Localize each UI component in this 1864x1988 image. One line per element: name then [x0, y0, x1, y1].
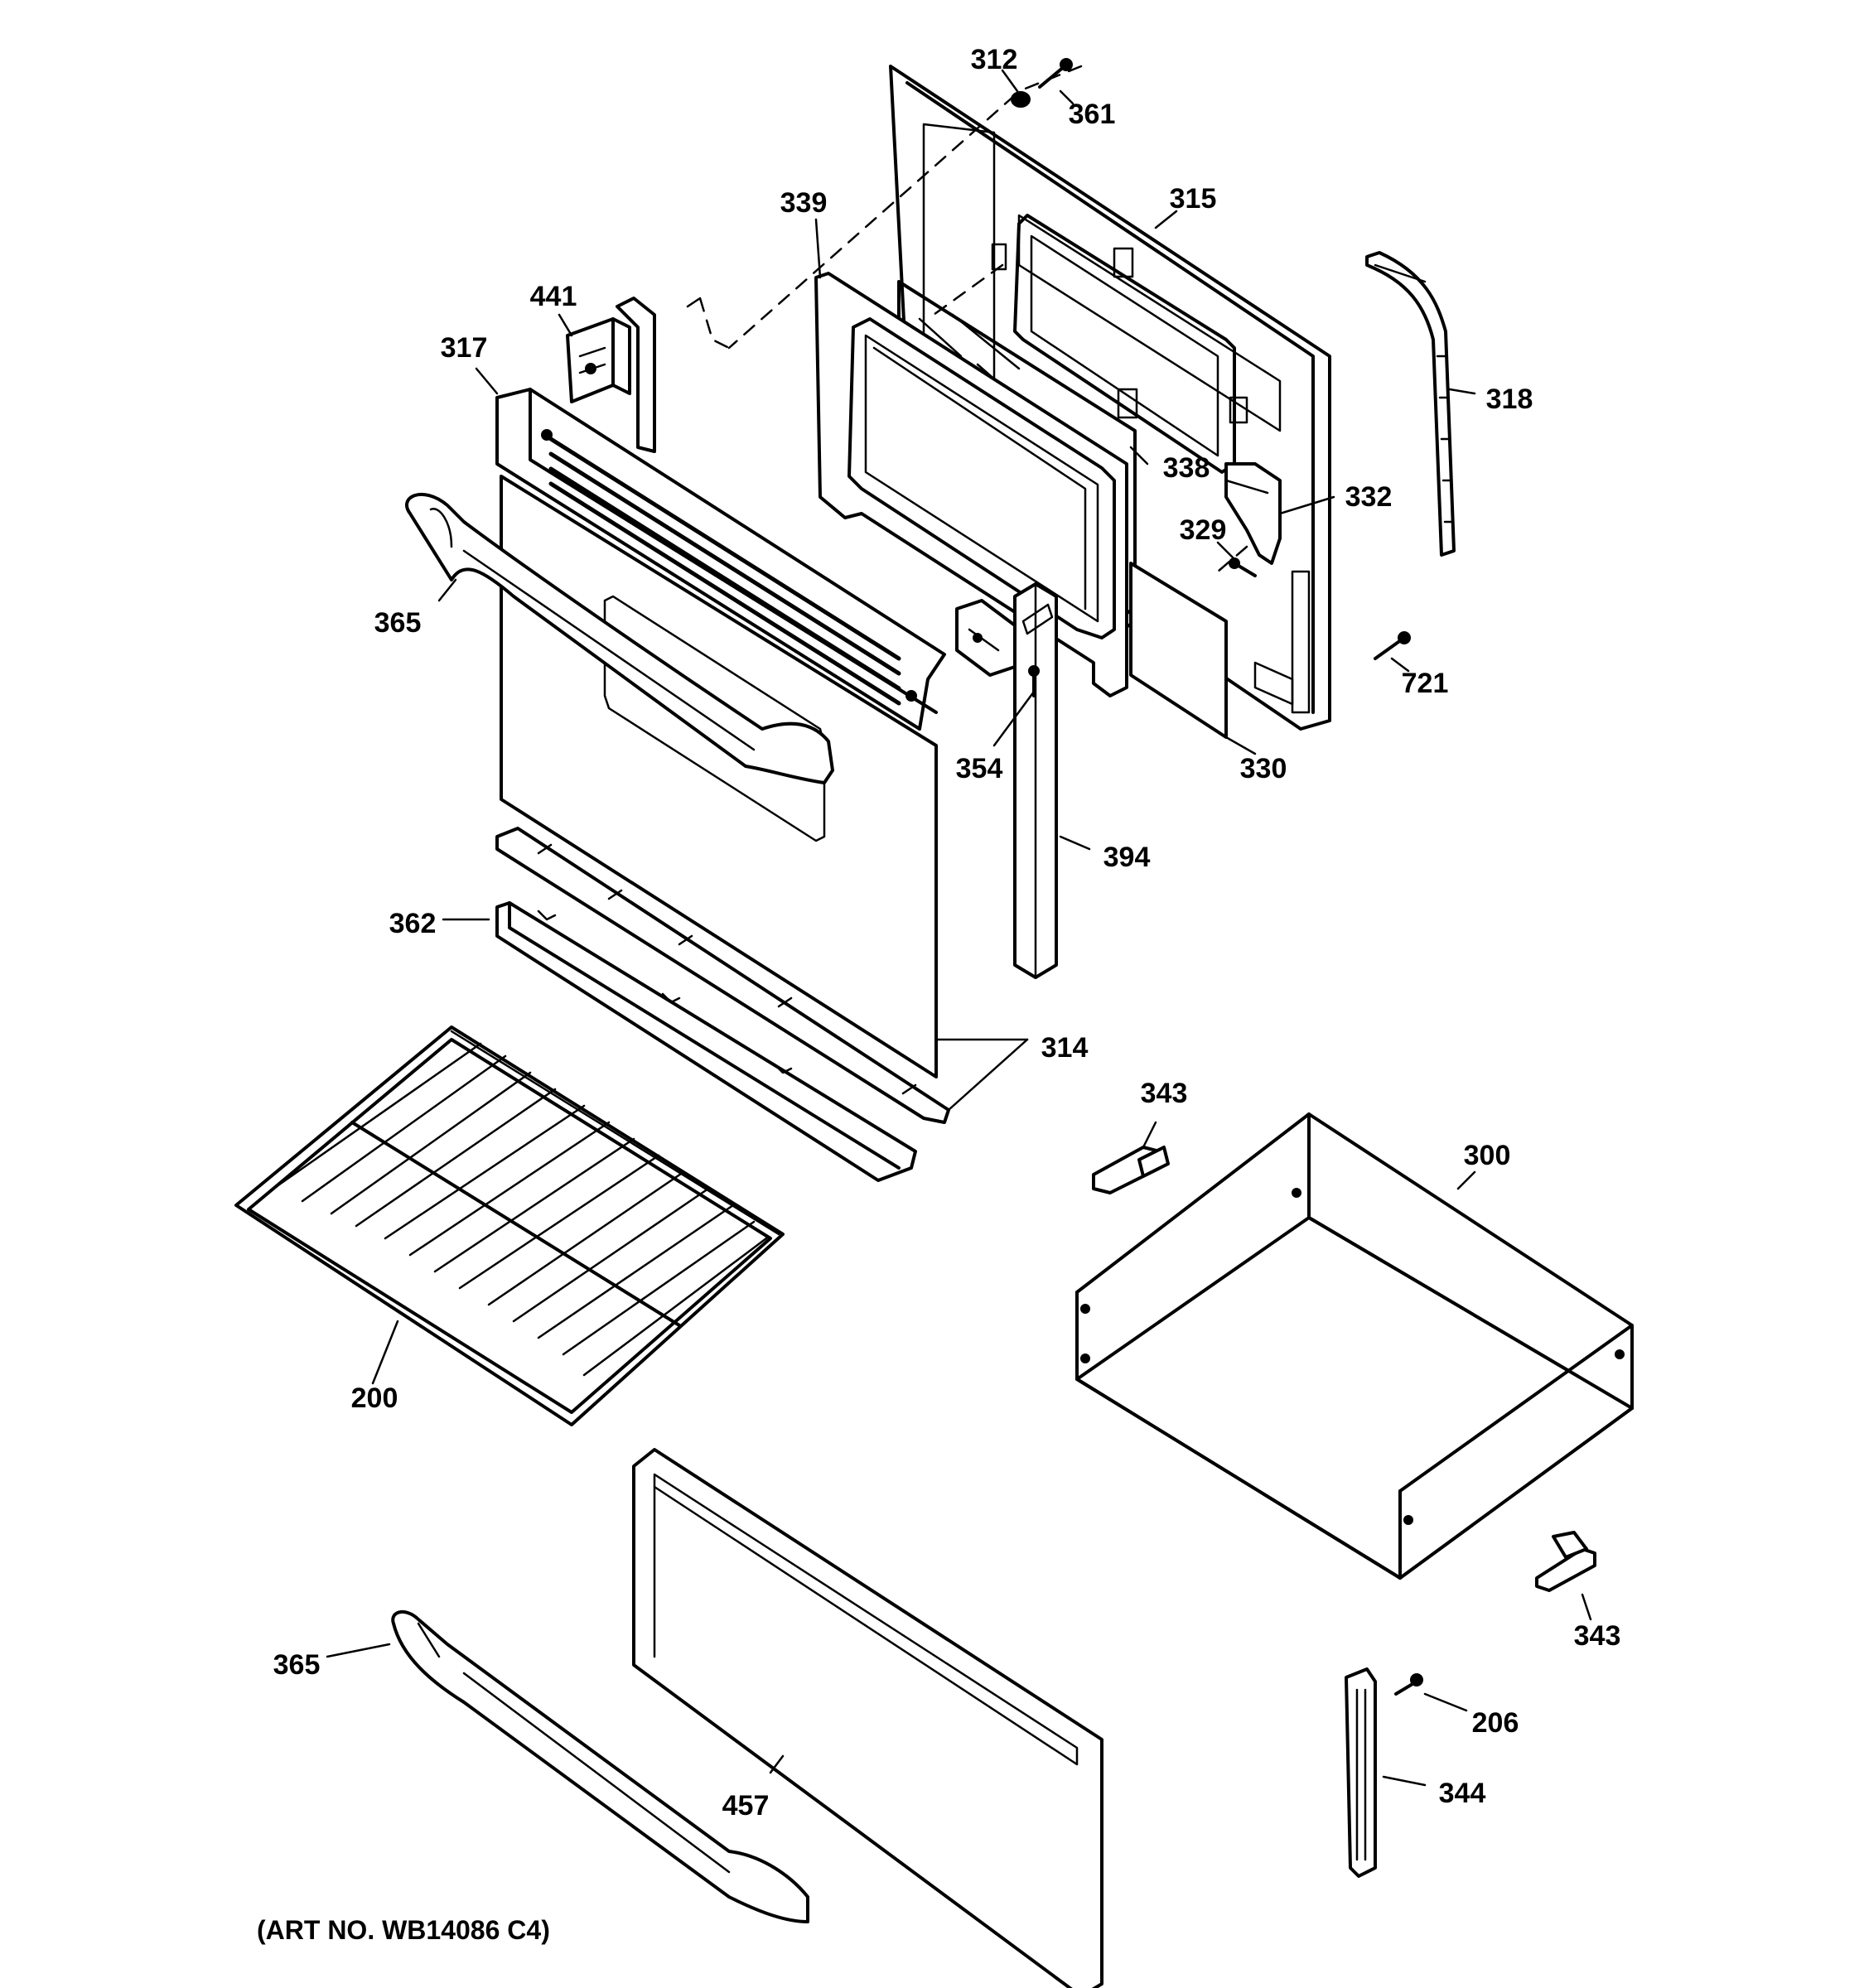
door-top-trim: [495, 388, 946, 731]
callout-332: 332: [1345, 481, 1393, 513]
oven-door-handle: [405, 492, 834, 784]
callout-361: 361: [1068, 99, 1116, 130]
door-bottom-trim: [495, 901, 917, 1182]
callout-300: 300: [1463, 1140, 1511, 1171]
callout-318: 318: [1485, 384, 1533, 415]
insulation-panel: [1129, 562, 1228, 739]
drawer-clip-lower: [1535, 1531, 1596, 1592]
callout-354: 354: [955, 753, 1003, 784]
callout-317: 317: [440, 332, 488, 364]
callout-362: 362: [389, 908, 437, 939]
callout-338: 338: [1162, 452, 1210, 484]
callout-330: 330: [1239, 753, 1287, 784]
callout-206: 206: [1471, 1707, 1519, 1739]
callout-365-lower: 365: [273, 1649, 321, 1681]
screw-721: [1374, 631, 1411, 660]
right-hinge-bracket: [955, 599, 1017, 677]
washer-312: [1011, 91, 1031, 108]
callout-441: 441: [529, 281, 577, 312]
callout-721: 721: [1401, 668, 1449, 699]
callout-312: 312: [970, 44, 1018, 75]
callout-365-upper: 365: [374, 607, 422, 639]
drawer-handle: [391, 1610, 809, 1923]
screw-206: [1394, 1673, 1423, 1696]
leader-lines: [326, 69, 1592, 1787]
callout-200: 200: [350, 1382, 398, 1414]
door-side-channel: [1013, 582, 1058, 979]
callout-343-upper: 343: [1140, 1078, 1188, 1109]
callout-343-lower: 343: [1573, 1620, 1621, 1652]
callout-344: 344: [1438, 1778, 1486, 1809]
door-bottom-rail: [495, 827, 950, 1124]
oven-rack: [234, 1025, 785, 1426]
art-number-caption: (ART NO. WB14086 C4): [257, 1915, 550, 1945]
drawer-clip-upper: [1092, 1146, 1170, 1194]
left-hinge-bracket: [566, 297, 656, 453]
screw-361: [1038, 58, 1073, 89]
callout-329: 329: [1179, 514, 1227, 546]
hinge-cover: [1224, 462, 1282, 565]
drawer-front-panel: [632, 1448, 1103, 1988]
screw-329: [1229, 557, 1257, 577]
callout-314: 314: [1041, 1032, 1089, 1064]
callout-457: 457: [722, 1790, 770, 1822]
callout-315: 315: [1169, 183, 1217, 215]
drawer-slide-rail: [1345, 1667, 1377, 1878]
door-gasket: [1365, 251, 1456, 557]
drawer-box: [1075, 1112, 1634, 1580]
callout-394: 394: [1103, 842, 1151, 873]
callout-339: 339: [780, 187, 828, 219]
